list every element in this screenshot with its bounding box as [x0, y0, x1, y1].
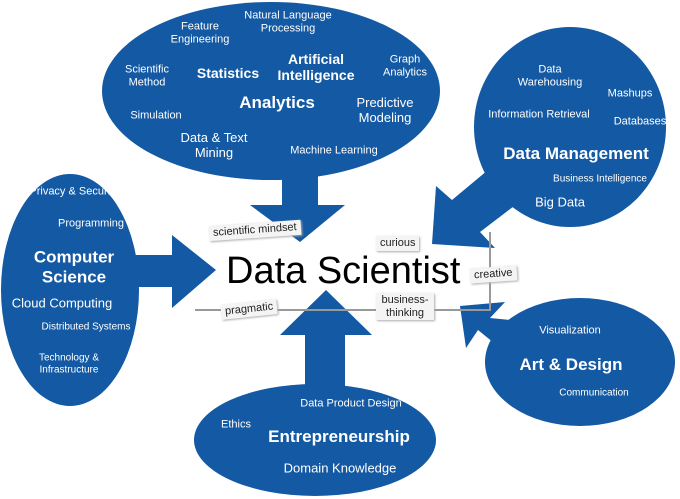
trait-note: business-thinking [376, 293, 434, 321]
entrepreneurship-item: Data Product Design [300, 397, 402, 410]
data-management-item: Information Retrieval [488, 108, 590, 121]
data-management-item: Big Data [535, 194, 585, 210]
computer-science-item: Privacy & Security [29, 185, 119, 198]
analytics-item: Predictive Modeling [356, 95, 414, 125]
analytics-bubble [102, 2, 440, 180]
art-design-item: Communication [559, 387, 629, 399]
data-management-arrow [432, 170, 522, 248]
computer-science-heading: Computer Science [33, 247, 115, 286]
analytics-item: Statistics [196, 64, 260, 81]
analytics-heading: Analytics [239, 93, 315, 113]
data-management-bubble [474, 27, 666, 227]
art-design-bubble [485, 298, 675, 426]
entrepreneurship-heading: Entrepreneurship [268, 427, 410, 447]
entrepreneurship-item: Domain Knowledge [283, 460, 397, 476]
computer-science-item: Programming [57, 217, 125, 230]
data-management-item: Business Intelligence [553, 173, 647, 185]
title-frame [195, 232, 491, 311]
trait-note: curious [376, 236, 420, 251]
entrepreneurship-bubble [194, 384, 436, 496]
analytics-item: Scientific Method [124, 63, 170, 88]
analytics-arrow [250, 170, 345, 242]
computer-science-bubble [1, 174, 139, 406]
data-management-item: Databases [613, 115, 667, 128]
analytics-item: Data & Text Mining [180, 130, 248, 160]
entrepreneurship-arrow [280, 290, 372, 395]
analytics-item: Graph Analytics [382, 53, 428, 78]
analytics-item: Simulation [130, 109, 182, 122]
art-design-heading: Art & Design [519, 355, 623, 375]
computer-science-item: Technology & Infrastructure [38, 352, 100, 376]
analytics-item: Feature Engineering [170, 20, 230, 45]
computer-science-item: Cloud Computing [11, 295, 113, 311]
data-management-item: Mashups [607, 87, 653, 100]
art-design-arrow [460, 302, 520, 352]
page-title: Data Scientist [226, 250, 461, 292]
computer-science-arrow [130, 235, 216, 308]
art-design-item: Visualization [539, 324, 601, 337]
analytics-item: Artificial Intelligence [277, 50, 355, 83]
analytics-item: Machine Learning [290, 144, 378, 157]
analytics-item: Natural Language Processing [244, 9, 332, 34]
data-management-heading: Data Management [503, 144, 649, 164]
entrepreneurship-item: Ethics [221, 418, 251, 431]
computer-science-item: Distributed Systems [41, 321, 131, 333]
data-management-item: Data Warehousing [517, 63, 583, 88]
